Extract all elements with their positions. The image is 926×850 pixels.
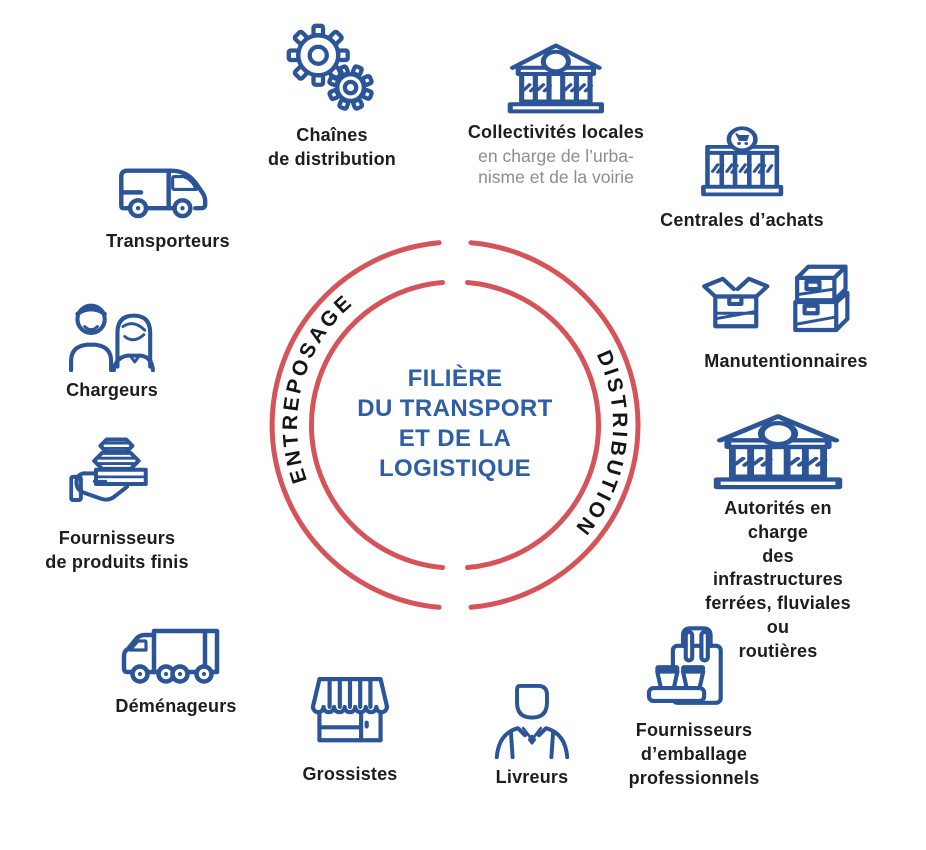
- node-chargeurs: Chargeurs: [61, 292, 163, 403]
- hand-goods-icon: [69, 437, 148, 502]
- node-label: Fournisseurs de produits finis: [45, 528, 189, 572]
- node-label: Déménageurs: [115, 696, 237, 716]
- gears-icon: [286, 23, 374, 111]
- shop-awning-icon: [310, 677, 390, 743]
- node-autorites-infrastructures: Autorités en charge des infrastructures …: [702, 404, 854, 663]
- person-icon: [494, 683, 570, 759]
- civic-building-icon: [702, 404, 854, 490]
- node-label: Chargeurs: [66, 380, 158, 400]
- diagram-title: FILIÈRE DU TRANSPORT ET DE LA LOGISTIQUE: [357, 365, 553, 482]
- node-label: Collectivités locales: [467, 122, 645, 142]
- node-label: Chaînes de distribution: [268, 125, 396, 169]
- node-livreurs: Livreurs: [488, 678, 576, 790]
- outer-ring-right-arc: [468, 240, 641, 610]
- node-collectivites-locales: Collectivités locales en charge de l’urb…: [468, 34, 644, 188]
- node-sublabel: en charge de l’urba- nisme et de la voir…: [478, 145, 634, 188]
- node-label: Manutentionnaires: [704, 351, 868, 371]
- node-label: Centrales d’achats: [660, 210, 824, 230]
- delivery-van-icon: [119, 168, 208, 219]
- inner-ring-right-arc: [465, 280, 601, 570]
- boxes-icon: [702, 264, 850, 333]
- node-grossistes: Grossistes: [294, 668, 406, 787]
- node-fournisseurs-produits-finis: Fournisseurs de produits finis: [45, 432, 189, 575]
- node-label: Fournisseurs d’emballage professionnels: [628, 720, 760, 788]
- two-people-icon: [69, 303, 155, 372]
- civic-building-icon: [499, 34, 613, 114]
- node-label: Livreurs: [495, 767, 569, 787]
- node-demenageurs: Déménageurs: [104, 608, 249, 719]
- outer-ring-left-arc: [269, 240, 442, 610]
- bag-cups-icon: [647, 626, 724, 705]
- inner-ring-left-arc: [309, 280, 445, 570]
- store-cart-icon: [700, 126, 784, 197]
- node-centrales-achats: Centrales d’achats: [660, 124, 824, 233]
- node-fournisseurs-emballage: Fournisseurs d’emballage professionnels: [629, 620, 760, 790]
- node-transporteurs: Transporteurs: [106, 146, 230, 254]
- node-label: Transporteurs: [106, 231, 230, 251]
- node-label: Grossistes: [302, 764, 398, 784]
- node-chaines-de-distribution: Chaînes de distribution: [268, 22, 396, 172]
- moving-truck-icon: [121, 628, 220, 684]
- node-label: Autorités en charge des infrastructures …: [705, 498, 851, 661]
- node-manutentionnaires: Manutentionnaires: [702, 250, 870, 374]
